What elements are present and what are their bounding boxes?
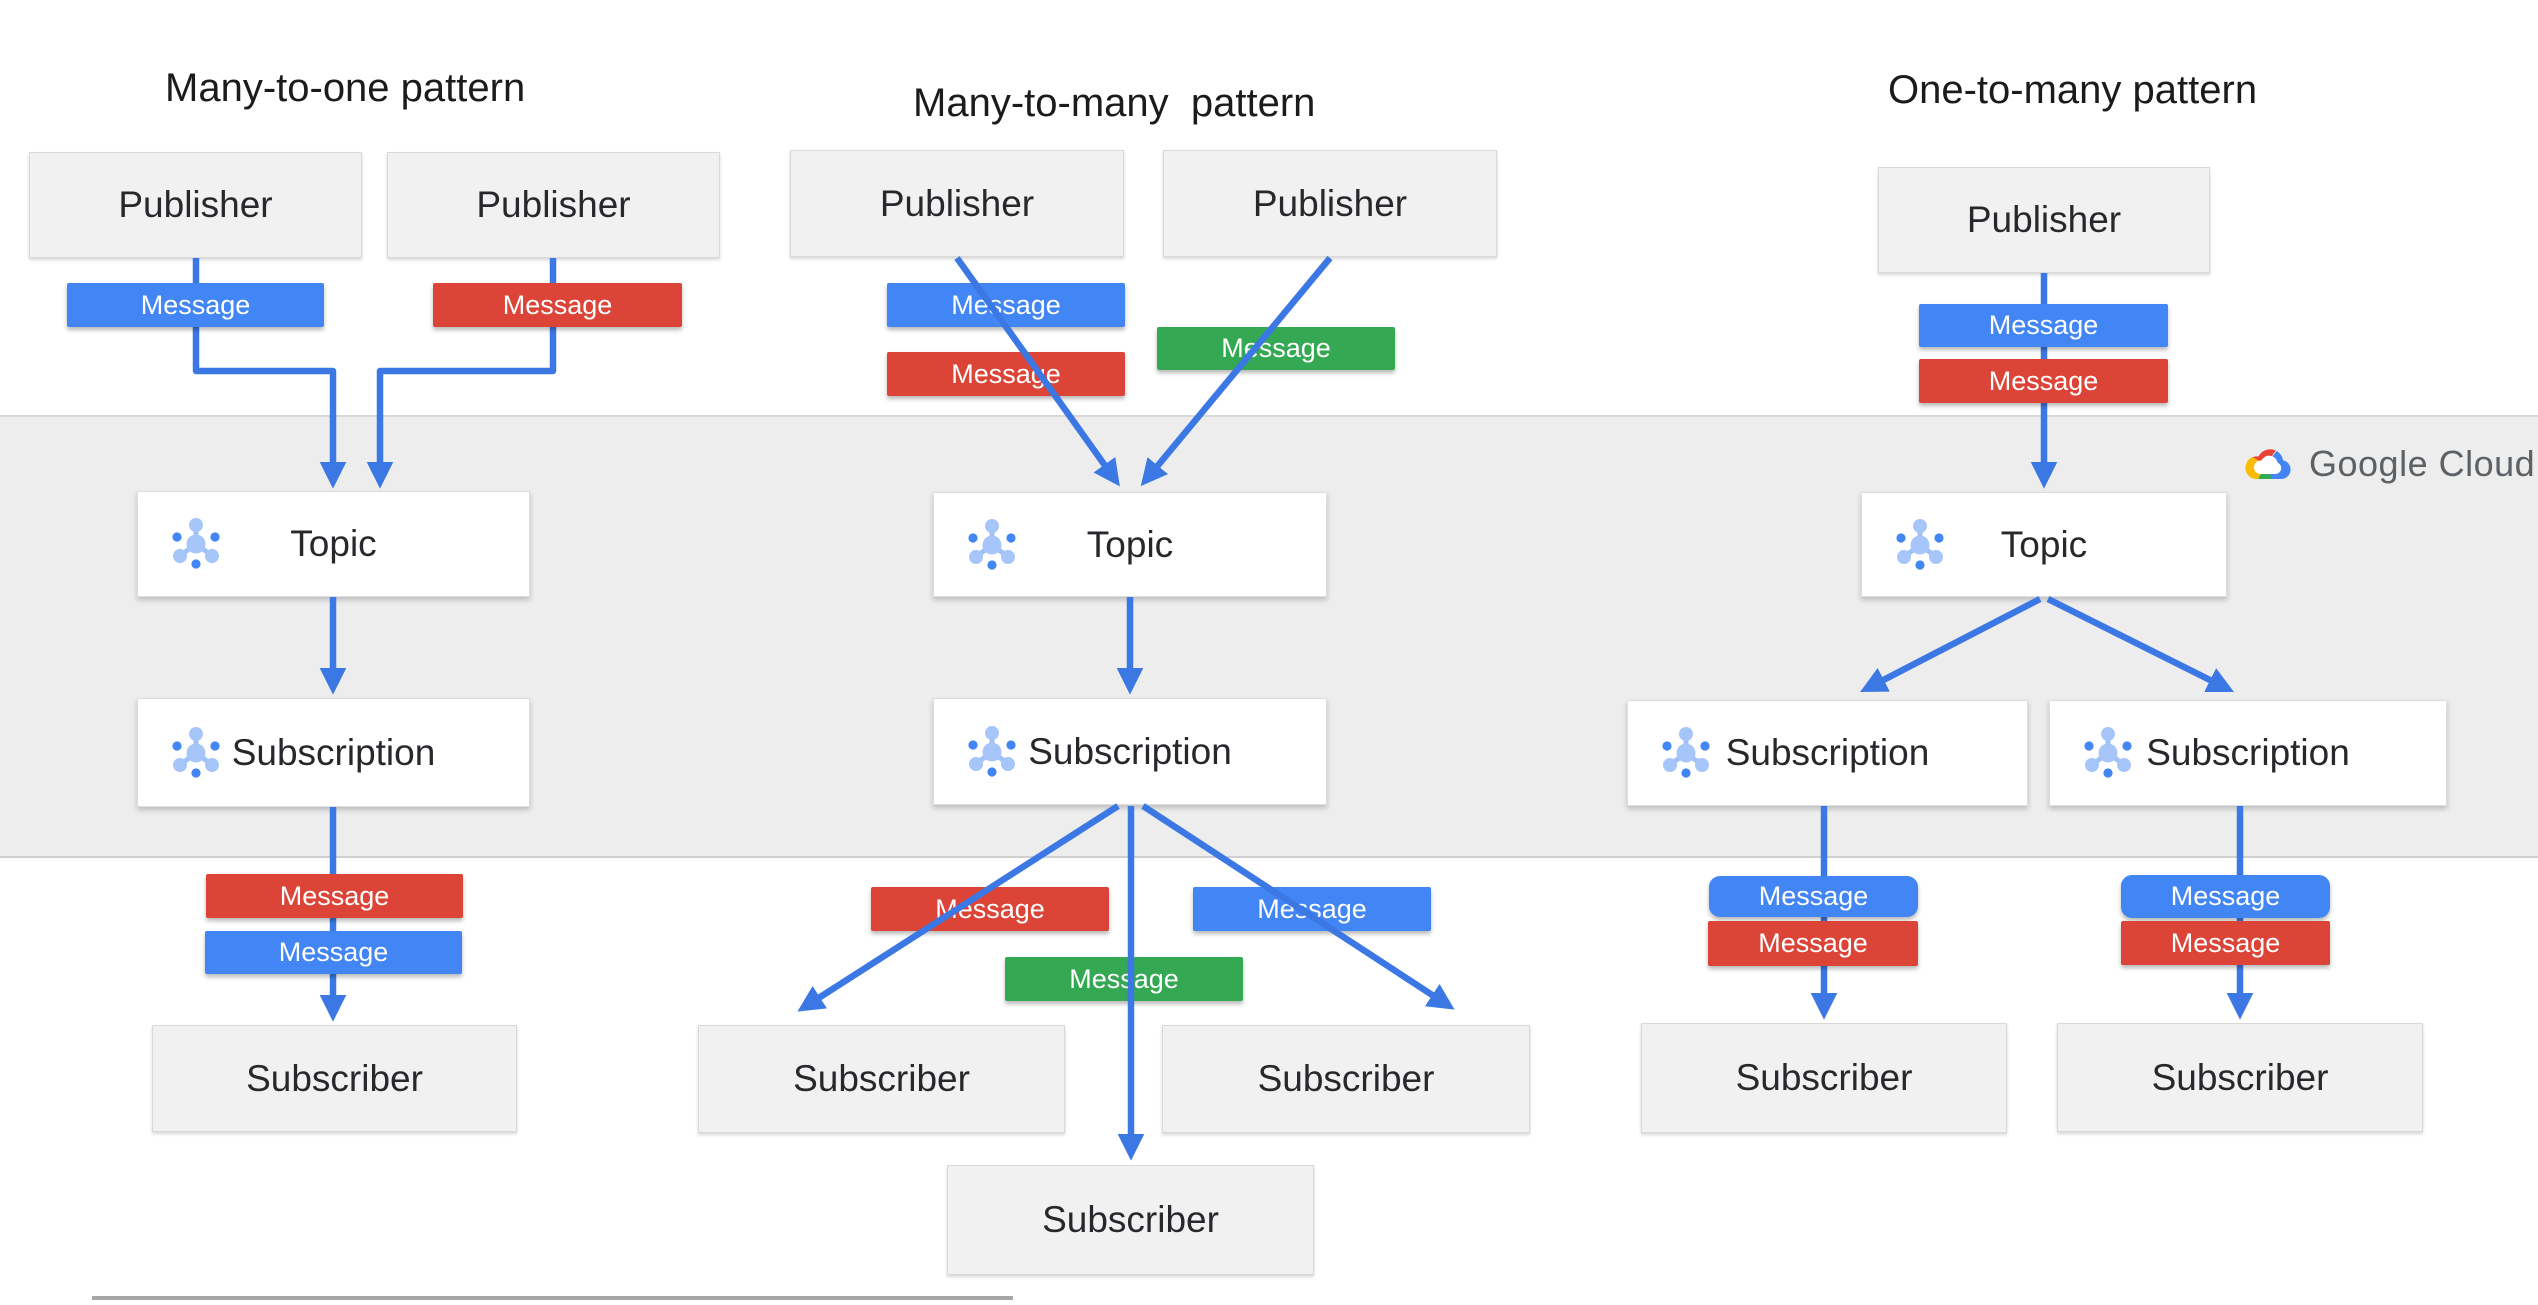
message-badge-red: Message <box>871 887 1109 931</box>
pattern-title-one-to-many: One-to-many pattern <box>1888 68 2258 112</box>
subscription-label: Subscription <box>1725 732 1930 773</box>
topic-label: Topic <box>2000 523 2088 565</box>
message-badge-blue: Message <box>1193 887 1431 931</box>
pubsub-topic-icon <box>1892 517 1948 573</box>
publisher-label: Publisher <box>879 182 1035 224</box>
message-badge-green: Message <box>1157 327 1395 370</box>
pubsub-subscription-icon <box>168 725 224 781</box>
publisher-label: Publisher <box>476 184 631 225</box>
subscriber-box: Subscriber <box>2057 1023 2423 1132</box>
publisher-box: Publisher <box>1163 150 1497 257</box>
message-badge-red: Message <box>887 352 1125 396</box>
google-cloud-logo: Google Cloud <box>2243 443 2535 485</box>
message-label: Message <box>1988 310 2099 340</box>
pattern-title-many-to-many: Many-to-many pattern <box>913 81 1316 125</box>
message-badge-red: Message <box>206 874 463 918</box>
message-label: Message <box>951 358 1061 389</box>
subscriber-label: Subscriber <box>246 1057 423 1099</box>
subscriber-box: Subscriber <box>1162 1025 1530 1133</box>
bottom-rule <box>92 1296 1013 1300</box>
message-label: Message <box>1069 963 1179 994</box>
pubsub-topic-icon <box>964 517 1020 573</box>
subscriber-box: Subscriber <box>698 1025 1065 1133</box>
publisher-label: Publisher <box>1966 199 2122 240</box>
subscription-label: Subscription <box>1028 730 1232 772</box>
subscriber-label: Subscriber <box>1042 1199 1219 1240</box>
pattern-title-many-to-one: Many-to-one pattern <box>165 66 526 110</box>
publisher-box: Publisher <box>387 152 720 258</box>
message-badge-blue: Message <box>67 283 324 327</box>
topic-label: Topic <box>1086 523 1174 565</box>
publisher-box: Publisher <box>790 150 1124 257</box>
message-badge-blue: Message <box>887 283 1125 327</box>
subscriber-label: Subscriber <box>793 1058 970 1099</box>
publisher-label: Publisher <box>1252 182 1408 224</box>
message-label: Message <box>140 289 251 320</box>
topic-box: Topic <box>1861 492 2227 597</box>
topic-box: Topic <box>137 491 530 597</box>
subscription-label: Subscription <box>2146 732 2350 773</box>
subscription-box: Subscription <box>137 698 530 807</box>
message-label: Message <box>502 289 613 320</box>
message-label: Message <box>1758 928 1868 958</box>
subscription-label: Subscription <box>231 731 436 773</box>
message-label: Message <box>951 289 1061 320</box>
subscription-box: Subscription <box>2049 700 2447 806</box>
message-badge-blue: Message <box>1919 304 2168 347</box>
message-label: Message <box>278 937 389 967</box>
google-cloud-wordmark: Google Cloud <box>2309 443 2536 484</box>
subscriber-box: Subscriber <box>947 1165 1314 1275</box>
subscriber-label: Subscriber <box>2151 1056 2329 1098</box>
message-label: Message <box>935 893 1045 924</box>
message-label: Message <box>2170 881 2281 911</box>
subscriber-label: Subscriber <box>1735 1057 1913 1098</box>
message-badge-red: Message <box>2121 921 2330 965</box>
subscriber-label: Subscriber <box>1257 1058 1435 1099</box>
message-label: Message <box>2170 927 2281 958</box>
publisher-box: Publisher <box>1878 167 2210 273</box>
google-cloud-icon <box>2243 443 2293 485</box>
message-label: Message <box>1758 881 1869 911</box>
message-badge-red: Message <box>433 283 682 327</box>
message-label: Message <box>1221 333 1331 363</box>
message-badge-blue: Message <box>2121 875 2330 918</box>
subscriber-box: Subscriber <box>1641 1023 2007 1133</box>
message-badge-blue: Message <box>1709 876 1918 917</box>
message-badge-green: Message <box>1005 957 1243 1001</box>
message-badge-blue: Message <box>205 931 462 974</box>
pubsub-topic-icon <box>168 516 224 572</box>
publisher-label: Publisher <box>118 184 273 225</box>
message-label: Message <box>279 880 390 911</box>
subscriber-box: Subscriber <box>152 1025 517 1132</box>
message-label: Message <box>1257 893 1367 924</box>
pubsub-subscription-icon <box>964 724 1020 780</box>
publisher-box: Publisher <box>29 152 362 258</box>
topic-box: Topic <box>933 492 1327 597</box>
subscription-box: Subscription <box>933 698 1327 805</box>
message-badge-red: Message <box>1708 921 1918 966</box>
message-label: Message <box>1988 365 2099 396</box>
subscription-box: Subscription <box>1627 700 2028 806</box>
pubsub-subscription-icon <box>1658 725 1714 781</box>
message-badge-red: Message <box>1919 359 2168 403</box>
pubsub-subscription-icon <box>2080 725 2136 781</box>
topic-label: Topic <box>290 523 377 564</box>
